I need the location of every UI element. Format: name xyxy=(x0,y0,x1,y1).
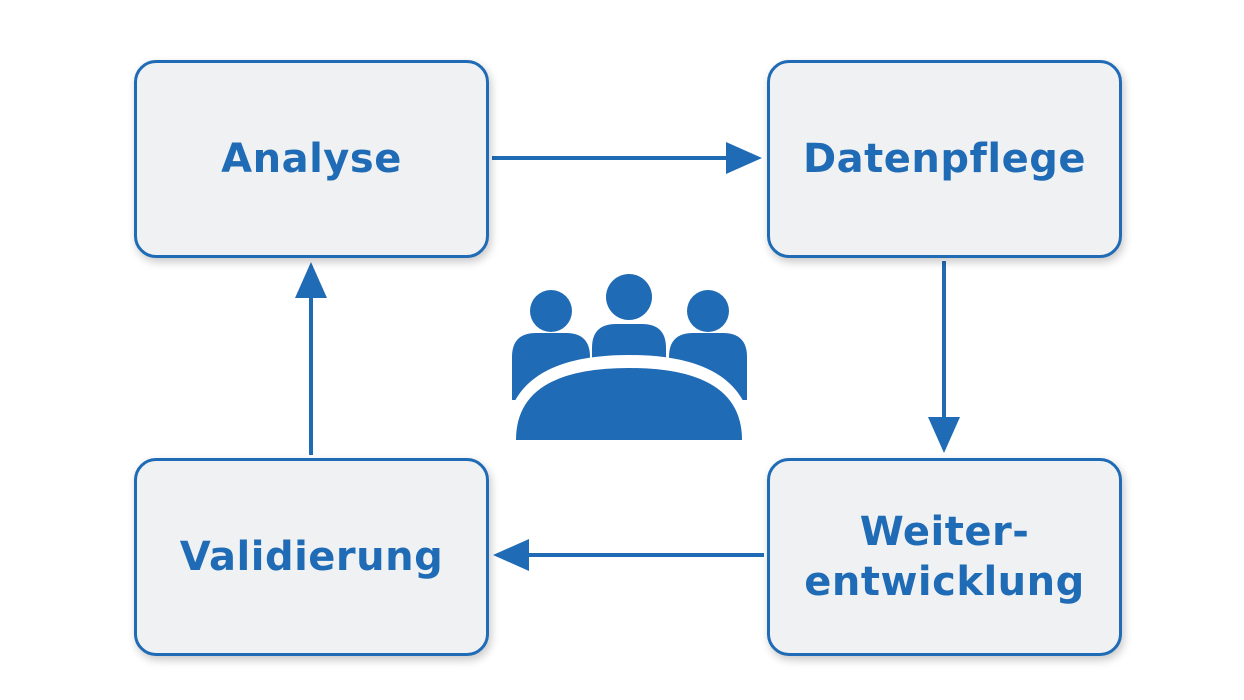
step-datenpflege-label: Datenpflege xyxy=(802,136,1087,182)
step-analyse-label: Analyse xyxy=(221,136,402,182)
step-analyse: Analyse xyxy=(134,60,489,258)
meeting-table xyxy=(516,368,742,440)
step-weiterentwicklung-label: Weiter- entwicklung xyxy=(804,509,1085,605)
step-validierung-label: Validierung xyxy=(179,534,444,580)
step-weiterentwicklung: Weiter- entwicklung xyxy=(767,458,1122,656)
person-right-head xyxy=(687,290,729,332)
person-center-head xyxy=(606,274,652,320)
person-left-head xyxy=(530,290,572,332)
step-validierung: Validierung xyxy=(134,458,489,656)
step-datenpflege: Datenpflege xyxy=(767,60,1122,258)
team-meeting-icon xyxy=(505,274,753,444)
